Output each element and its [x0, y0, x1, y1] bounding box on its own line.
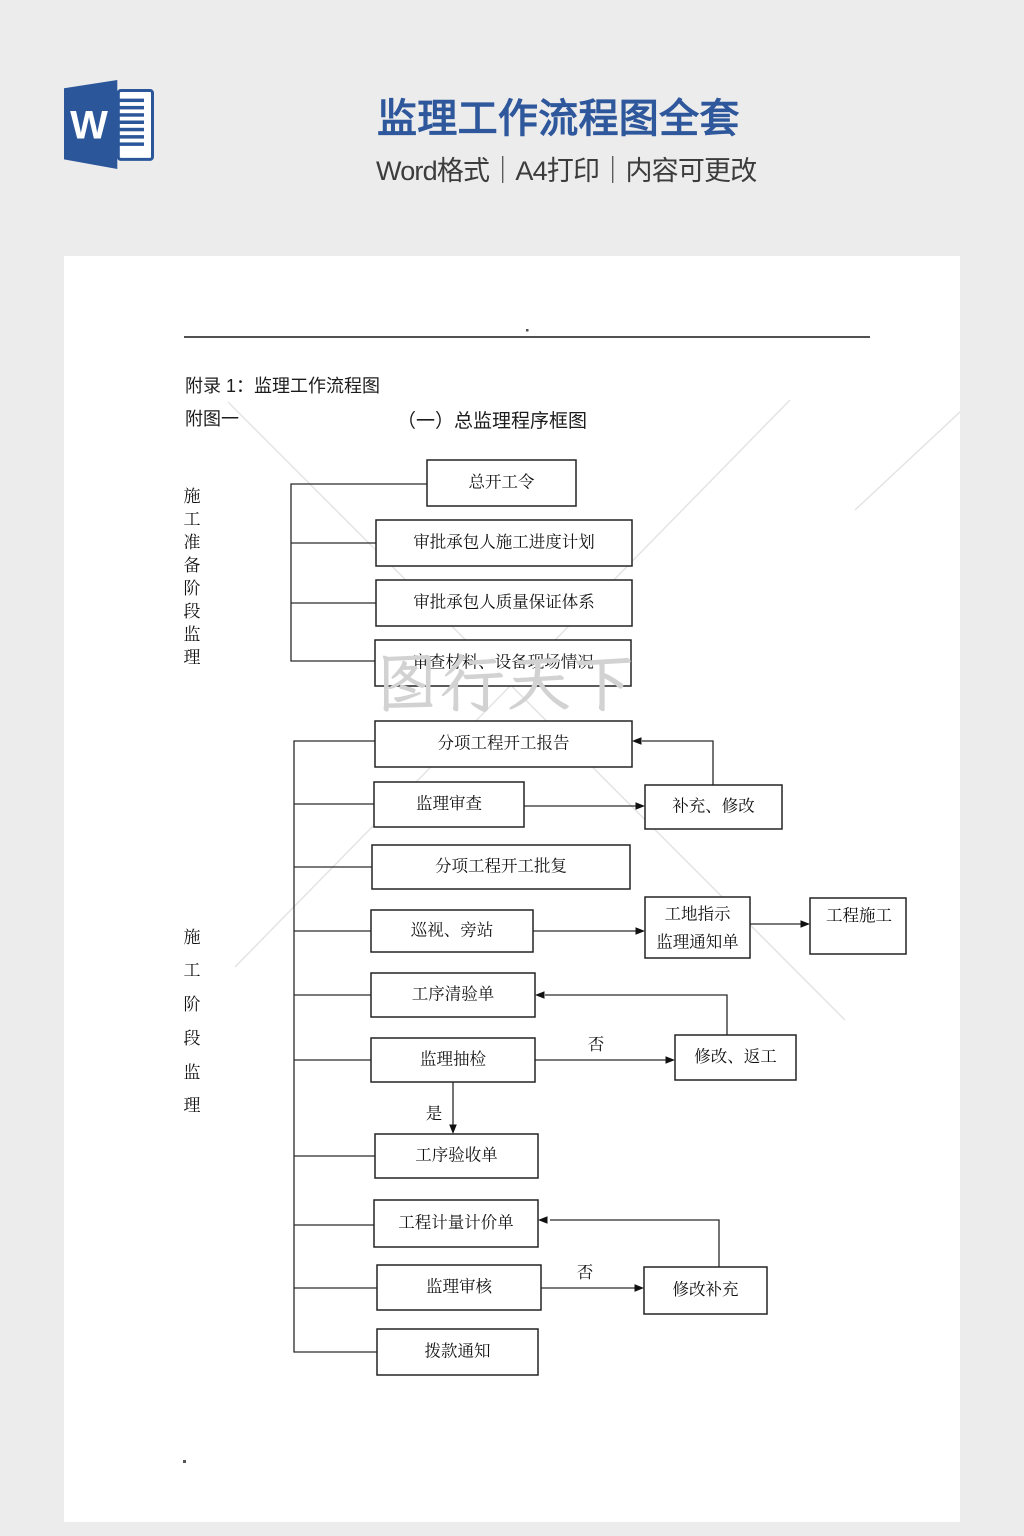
- svg-text:监理通知单: 监理通知单: [656, 933, 739, 952]
- svg-text:工程计量计价单: 工程计量计价单: [398, 1213, 514, 1232]
- svg-text:分项工程开工报告: 分项工程开工报告: [438, 734, 570, 753]
- svg-text:巡视、旁站: 巡视、旁站: [411, 921, 494, 940]
- svg-text:审批承包人质量保证体系: 审批承包人质量保证体系: [413, 593, 595, 612]
- svg-text:拨款通知: 拨款通知: [425, 1342, 491, 1361]
- svg-text:W: W: [70, 104, 108, 148]
- svg-text:施: 施: [184, 487, 201, 506]
- svg-text:否: 否: [588, 1035, 605, 1054]
- svg-text:备: 备: [184, 556, 201, 575]
- svg-text:工: 工: [184, 510, 201, 529]
- svg-text:修改、返工: 修改、返工: [694, 1047, 777, 1066]
- svg-text:施: 施: [184, 928, 201, 947]
- svg-text:审批承包人施工进度计划: 审批承包人施工进度计划: [413, 533, 595, 552]
- svg-text:附录 1：监理工作流程图: 附录 1：监理工作流程图: [185, 376, 380, 396]
- svg-text:阶: 阶: [184, 995, 201, 1014]
- svg-text:修改补充: 修改补充: [673, 1280, 739, 1299]
- svg-text:监理审核: 监理审核: [426, 1277, 493, 1296]
- svg-text:段: 段: [184, 1029, 201, 1048]
- svg-text:是: 是: [426, 1104, 443, 1123]
- svg-text:监理抽检: 监理抽检: [420, 1050, 487, 1069]
- svg-text:否: 否: [577, 1263, 594, 1282]
- svg-text:补充、修改: 补充、修改: [672, 797, 755, 816]
- svg-text:工序清验单: 工序清验单: [412, 985, 495, 1004]
- svg-text:理: 理: [184, 648, 201, 667]
- svg-text:段: 段: [184, 602, 201, 621]
- svg-text:图行天下: 图行天下: [375, 640, 637, 724]
- svg-text:审查材料、设备现场情况: 审查材料、设备现场情况: [412, 653, 594, 672]
- svg-text:工: 工: [184, 961, 201, 980]
- svg-text:监理审查: 监理审查: [416, 794, 482, 813]
- svg-text:附图一: 附图一: [185, 409, 239, 429]
- svg-text:分项工程开工批复: 分项工程开工批复: [435, 857, 567, 876]
- svg-text:总开工令: 总开工令: [469, 473, 536, 492]
- svg-text:工序验收单: 工序验收单: [415, 1146, 498, 1165]
- svg-text:阶: 阶: [184, 579, 201, 598]
- svg-text:准: 准: [184, 533, 201, 552]
- svg-text:（一）总监理程序框图: （一）总监理程序框图: [397, 410, 587, 432]
- svg-text:工程施工: 工程施工: [826, 906, 892, 925]
- svg-text:监: 监: [184, 1063, 201, 1082]
- svg-text:理: 理: [184, 1096, 201, 1115]
- svg-text:工地指示: 工地指示: [665, 905, 732, 924]
- svg-text:监: 监: [184, 625, 201, 644]
